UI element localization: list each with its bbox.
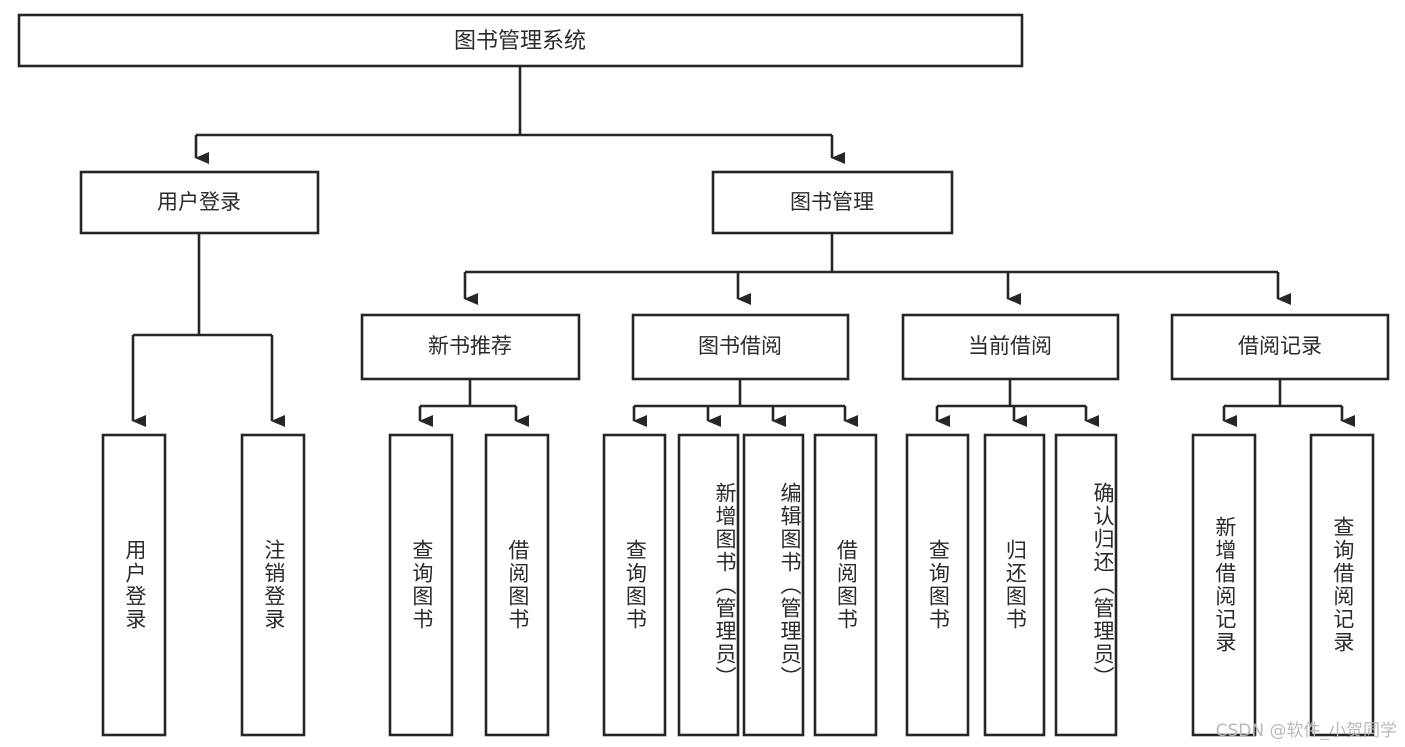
- leaf-box-book-borrow-3[interactable]: [742, 433, 805, 737]
- node-book-borrow-box[interactable]: [631, 313, 850, 381]
- leaf-box-user-login-1[interactable]: [101, 433, 167, 737]
- node-user-login-box[interactable]: [79, 170, 320, 235]
- node-new-book-recommend-box[interactable]: [360, 313, 581, 381]
- leaf-box-new-book-1[interactable]: [388, 433, 454, 737]
- node-book-borrow-label: 图书借阅: [698, 334, 782, 358]
- node-borrow-record-label: 借阅记录: [1238, 334, 1322, 358]
- leaf-box-book-borrow-4[interactable]: [813, 433, 878, 737]
- node-current-borrow-box[interactable]: [901, 313, 1120, 381]
- leaf-box-book-borrow-1[interactable]: [602, 433, 667, 737]
- connector-layer: [131, 66, 1355, 427]
- node-user-login-label: 用户登录: [157, 190, 241, 214]
- node-new-book-recommend-label: 新书推荐: [428, 334, 512, 358]
- node-layer: 图书管理系统 用户登录 图书管理 新书推荐 图书借阅 当前借阅 借阅记录: [17, 13, 1390, 737]
- leaf-box-book-borrow-2[interactable]: [677, 433, 740, 737]
- leaf-box-new-book-2[interactable]: [484, 433, 550, 737]
- leaf-box-borrow-record-2[interactable]: [1309, 433, 1375, 737]
- node-root-label: 图书管理系统: [454, 29, 586, 54]
- csdn-watermark: CSDN @软件_小贺同学: [1215, 721, 1397, 741]
- leaf-box-current-borrow-3[interactable]: [1054, 433, 1118, 737]
- leaf-box-current-borrow-2[interactable]: [983, 433, 1046, 737]
- node-book-manage-box[interactable]: [711, 170, 954, 235]
- node-borrow-record-box[interactable]: [1170, 313, 1390, 381]
- leaf-box-user-login-2[interactable]: [240, 433, 306, 737]
- node-current-borrow-label: 当前借阅: [968, 334, 1052, 358]
- leaf-box-borrow-record-1[interactable]: [1191, 433, 1257, 737]
- node-root-box[interactable]: [17, 13, 1024, 68]
- leaf-box-current-borrow-1[interactable]: [905, 433, 970, 737]
- node-book-manage-label: 图书管理: [790, 190, 874, 214]
